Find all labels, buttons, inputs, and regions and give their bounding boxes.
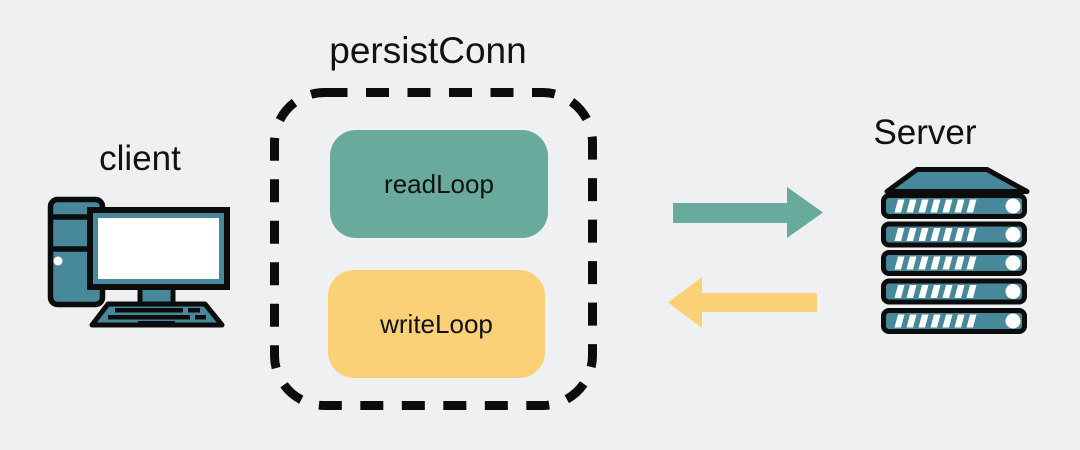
arrow-right-icon: [673, 187, 823, 238]
tower-power-led: [53, 256, 63, 266]
keyboard-key-row: [115, 308, 183, 313]
server-unit: [884, 281, 1025, 302]
server-lid: [884, 167, 1030, 194]
writeloop-node: writeLoop: [328, 270, 545, 378]
server-unit: [884, 311, 1025, 332]
persistconn-label: persistConn: [329, 30, 527, 71]
keyboard-key-row: [138, 321, 175, 325]
monitor-screen: [98, 218, 219, 279]
server-unit: [884, 253, 1025, 274]
writeloop-label: writeLoop: [380, 308, 493, 339]
readloop-label: readLoop: [384, 168, 494, 199]
arrow-left-icon: [668, 277, 817, 328]
connection-arrows: [668, 187, 823, 328]
keyboard-key-row: [108, 315, 190, 320]
server-unit: [884, 224, 1025, 245]
server-label: Server: [873, 113, 977, 152]
readloop-node: readLoop: [330, 130, 548, 238]
keyboard-key-row: [195, 315, 206, 320]
server-rack-icon: [868, 167, 1030, 345]
client-label: client: [99, 139, 181, 178]
keyboard-key-row: [188, 308, 200, 313]
desktop-computer-icon: [47, 196, 230, 328]
server-unit: [884, 196, 1025, 217]
